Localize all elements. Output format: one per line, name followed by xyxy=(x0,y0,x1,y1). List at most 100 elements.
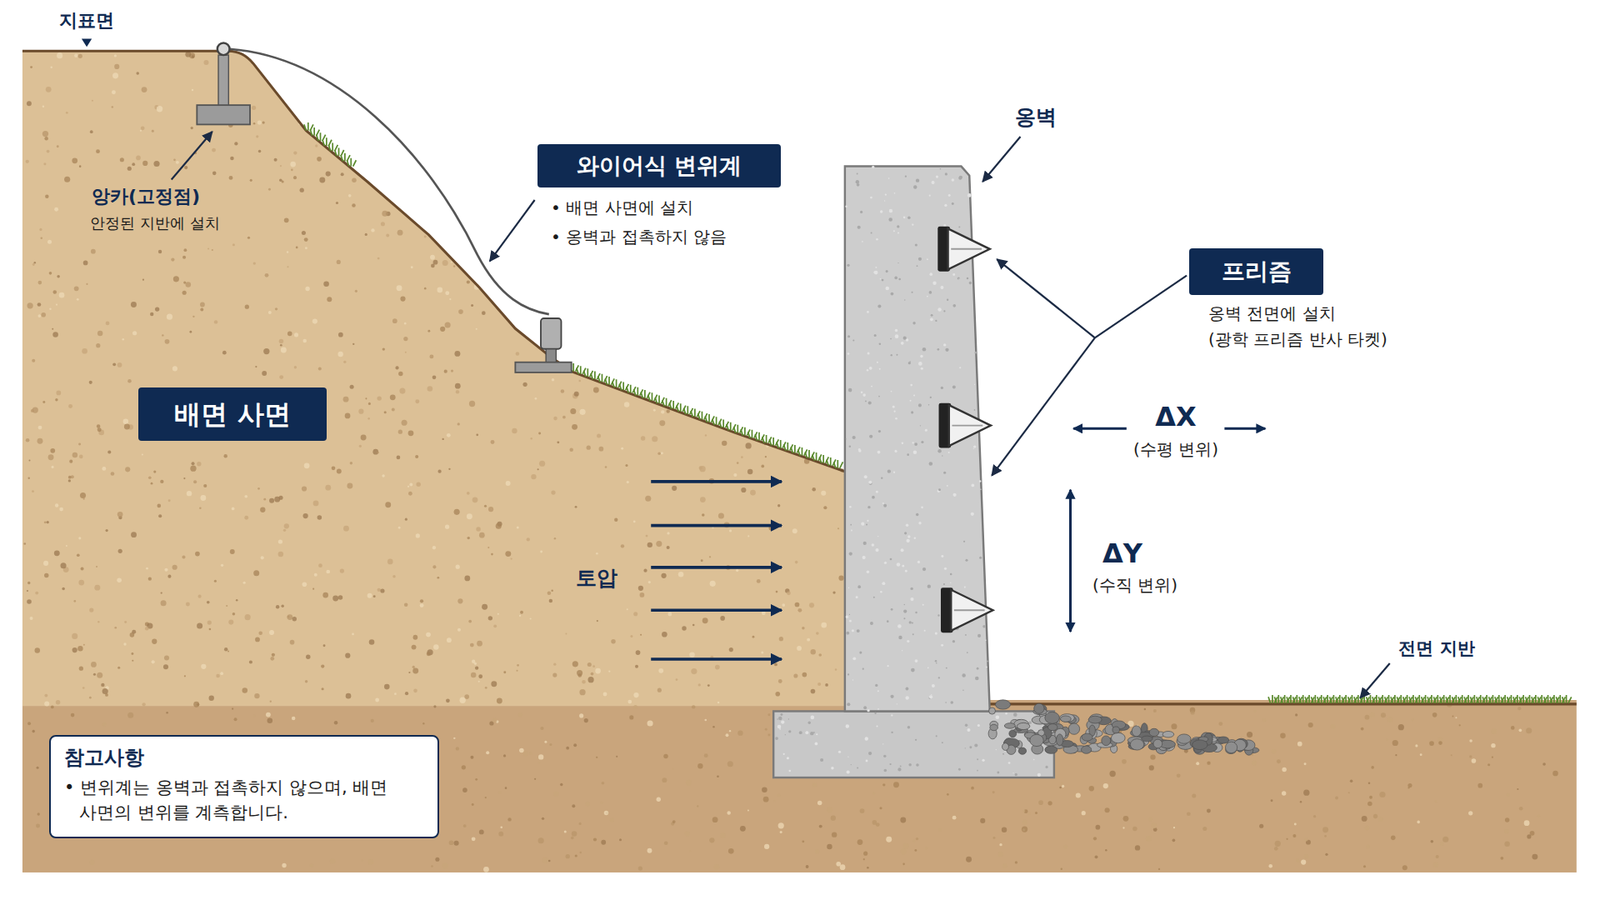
soil-speck xyxy=(795,560,799,565)
concrete-speck xyxy=(896,562,900,566)
soil-speck xyxy=(556,440,560,444)
concrete-speck xyxy=(860,522,865,526)
soil-speck xyxy=(359,445,362,448)
soil-speck xyxy=(229,175,234,180)
soil-speck xyxy=(330,858,336,865)
soil-speck xyxy=(593,387,600,394)
soil-speck xyxy=(1206,809,1211,814)
soil-speck xyxy=(481,310,486,315)
concrete-speck xyxy=(888,217,893,222)
soil-speck xyxy=(709,837,715,843)
soil-speck xyxy=(1123,815,1130,822)
soil-speck xyxy=(26,590,29,592)
soil-speck xyxy=(1517,706,1521,710)
soil-speck xyxy=(348,194,352,198)
soil-speck xyxy=(253,261,256,265)
concrete-speck xyxy=(848,388,853,393)
soil-speck xyxy=(671,768,674,770)
soil-speck xyxy=(773,800,775,802)
gravel-stone xyxy=(1225,741,1237,754)
leader-line xyxy=(1360,663,1390,699)
concrete-speck xyxy=(864,475,868,479)
soil-speck xyxy=(1304,762,1307,765)
soil-speck xyxy=(294,332,299,337)
soil-speck xyxy=(657,451,660,455)
soil-speck xyxy=(797,608,802,613)
soil-speck xyxy=(471,660,475,664)
concrete-speck xyxy=(973,445,976,448)
soil-speck xyxy=(74,285,80,291)
soil-speck xyxy=(1303,790,1310,796)
soil-speck xyxy=(450,261,453,264)
soil-speck xyxy=(274,158,278,162)
soil-speck xyxy=(118,549,123,554)
concrete-speck xyxy=(810,731,814,735)
soil-speck xyxy=(626,608,629,610)
soil-speck xyxy=(581,680,586,685)
concrete-speck xyxy=(875,548,879,552)
concrete-speck xyxy=(888,177,890,180)
concrete-speck xyxy=(938,488,941,491)
gravel-stone xyxy=(990,724,999,730)
soil-speck xyxy=(250,179,253,182)
soil-speck xyxy=(45,194,49,198)
soil-speck xyxy=(290,161,296,168)
soil-speck xyxy=(37,812,40,815)
soil-speck xyxy=(242,687,249,694)
soil-speck xyxy=(1253,710,1256,713)
soil-speck xyxy=(255,365,257,368)
gravel-stone xyxy=(1081,733,1093,741)
soil-speck xyxy=(700,496,706,503)
soil-speck xyxy=(269,498,275,504)
concrete-speck xyxy=(847,673,850,675)
soil-speck xyxy=(661,777,667,783)
soil-speck xyxy=(28,477,30,480)
soil-speck xyxy=(464,575,470,582)
soil-speck xyxy=(571,424,578,430)
soil-speck xyxy=(449,840,455,845)
soil-speck xyxy=(155,306,160,311)
soil-speck xyxy=(460,697,466,704)
soil-speck xyxy=(405,518,408,521)
concrete-speck xyxy=(905,695,909,700)
soil-speck xyxy=(1378,816,1384,822)
soil-speck xyxy=(278,539,283,544)
soil-speck xyxy=(97,427,102,432)
concrete-speck xyxy=(973,448,975,450)
concrete-speck xyxy=(924,630,926,632)
soil-speck xyxy=(570,408,576,415)
soil-speck xyxy=(376,395,381,400)
concrete-speck xyxy=(815,741,819,745)
soil-speck xyxy=(721,440,727,446)
leader-line xyxy=(996,259,1095,338)
soil-speck xyxy=(728,848,735,855)
soil-speck xyxy=(114,54,117,57)
soil-speck xyxy=(249,660,253,664)
soil-speck xyxy=(530,474,536,480)
concrete-speck xyxy=(906,640,910,643)
soil-speck xyxy=(1202,826,1207,831)
soil-speck xyxy=(819,825,823,829)
concrete-speck xyxy=(805,730,809,735)
soil-speck xyxy=(550,589,554,592)
soil-speck xyxy=(965,856,972,863)
soil-speck xyxy=(156,504,161,509)
concrete-speck xyxy=(855,595,859,599)
soil-speck xyxy=(318,563,323,568)
concrete-speck xyxy=(875,238,879,241)
soil-speck xyxy=(467,536,470,540)
soil-speck xyxy=(671,485,677,491)
concrete-speck xyxy=(965,747,966,749)
soil-speck xyxy=(68,475,72,480)
soil-speck xyxy=(1132,826,1138,832)
concrete-speck xyxy=(905,687,910,691)
soil-speck xyxy=(1435,800,1438,803)
soil-speck xyxy=(645,495,651,502)
concrete-speck xyxy=(966,277,970,280)
soil-speck xyxy=(571,804,575,808)
soil-speck xyxy=(251,105,256,110)
soil-speck xyxy=(55,390,61,396)
soil-speck xyxy=(301,485,307,491)
soil-speck xyxy=(97,620,100,623)
soil-speck xyxy=(158,250,162,254)
